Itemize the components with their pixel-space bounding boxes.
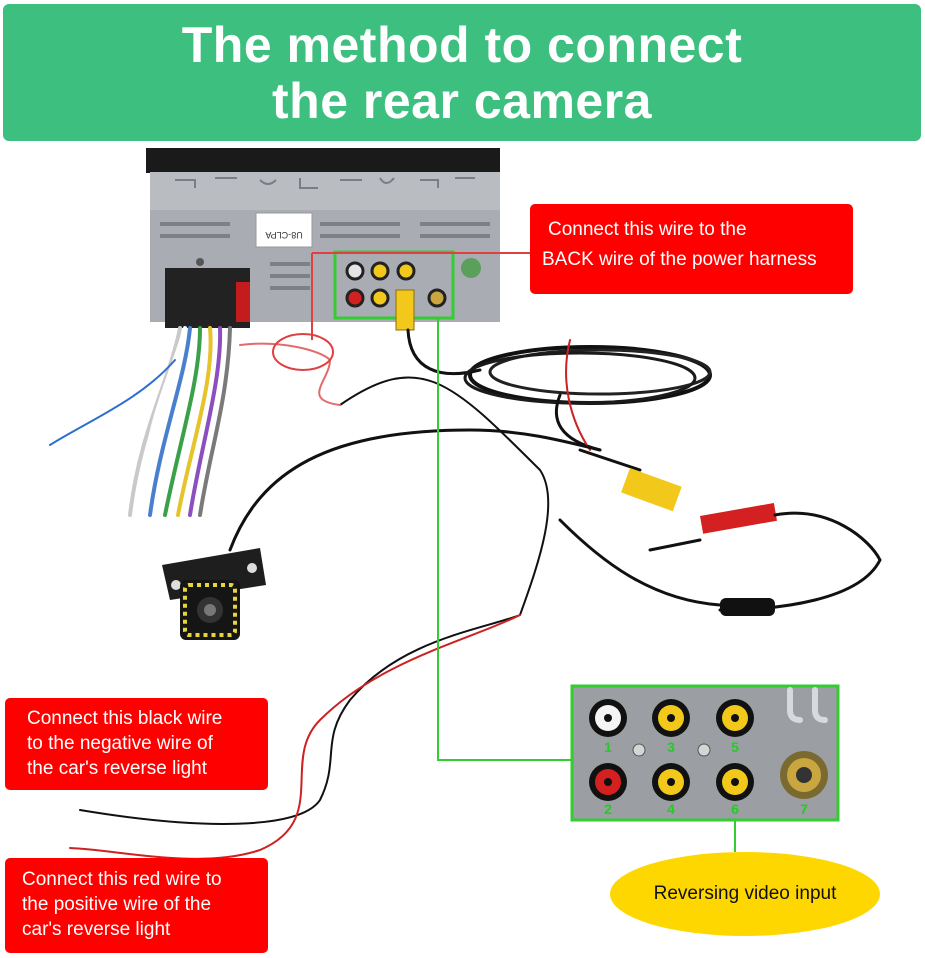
callout-black-wire-line-1: Connect this black wire [27, 708, 223, 729]
callout-back-wire-line-1: Connect this wire to the [548, 219, 747, 240]
radio-head-unit: U8-CLPA [146, 148, 500, 331]
callout-red-wire-line-2: the positive wire of the [22, 894, 212, 915]
rca-jack-6 [716, 763, 754, 801]
callout-black-wire-line-3: the car's reverse light [27, 758, 207, 779]
rca-jack-5 [716, 699, 754, 737]
rca-jack-1 [589, 699, 627, 737]
rca-jack-3 [652, 699, 690, 737]
callout-red-wire-line-3: car's reverse light [22, 919, 171, 940]
rca-jack-2 [589, 763, 627, 801]
port-number-3: 3 [667, 739, 675, 755]
camera-cable [69, 328, 882, 860]
callout-red-wire-line-1: Connect this red wire to [22, 869, 222, 890]
callout-red-wire: Connect this red wire to the positive wi… [5, 858, 268, 953]
port-number-4: 4 [667, 801, 675, 817]
port-number-5: 5 [731, 739, 739, 755]
title-banner: The method to connect the rear camera [3, 4, 921, 141]
leader-lines [311, 252, 736, 852]
port-number-7: 7 [800, 801, 808, 817]
rca-jack-7 [780, 751, 828, 799]
back-wire-marker [272, 333, 334, 371]
unit-sticker: U8-CLPA [265, 230, 302, 240]
power-harness-wires [49, 326, 232, 517]
rear-camera [162, 548, 266, 640]
callout-back-wire: Connect this wire to the BACK wire of th… [530, 204, 853, 294]
callout-back-wire-line-2: BACK wire of the power harness [542, 249, 817, 270]
reversing-video-input-label: Reversing video input [610, 852, 880, 936]
port-number-1: 1 [604, 739, 612, 755]
rca-jack-4 [652, 763, 690, 801]
title-line-2: the rear camera [272, 72, 652, 129]
title-line-1: The method to connect [181, 16, 743, 73]
port-number-2: 2 [604, 801, 612, 817]
rca-closeup-panel: 1 3 5 2 4 6 7 [570, 684, 840, 822]
callout-black-wire: Connect this black wire to the negative … [5, 698, 268, 790]
port-number-6: 6 [731, 801, 739, 817]
callout-black-wire-line-2: to the negative wire of [27, 733, 213, 754]
